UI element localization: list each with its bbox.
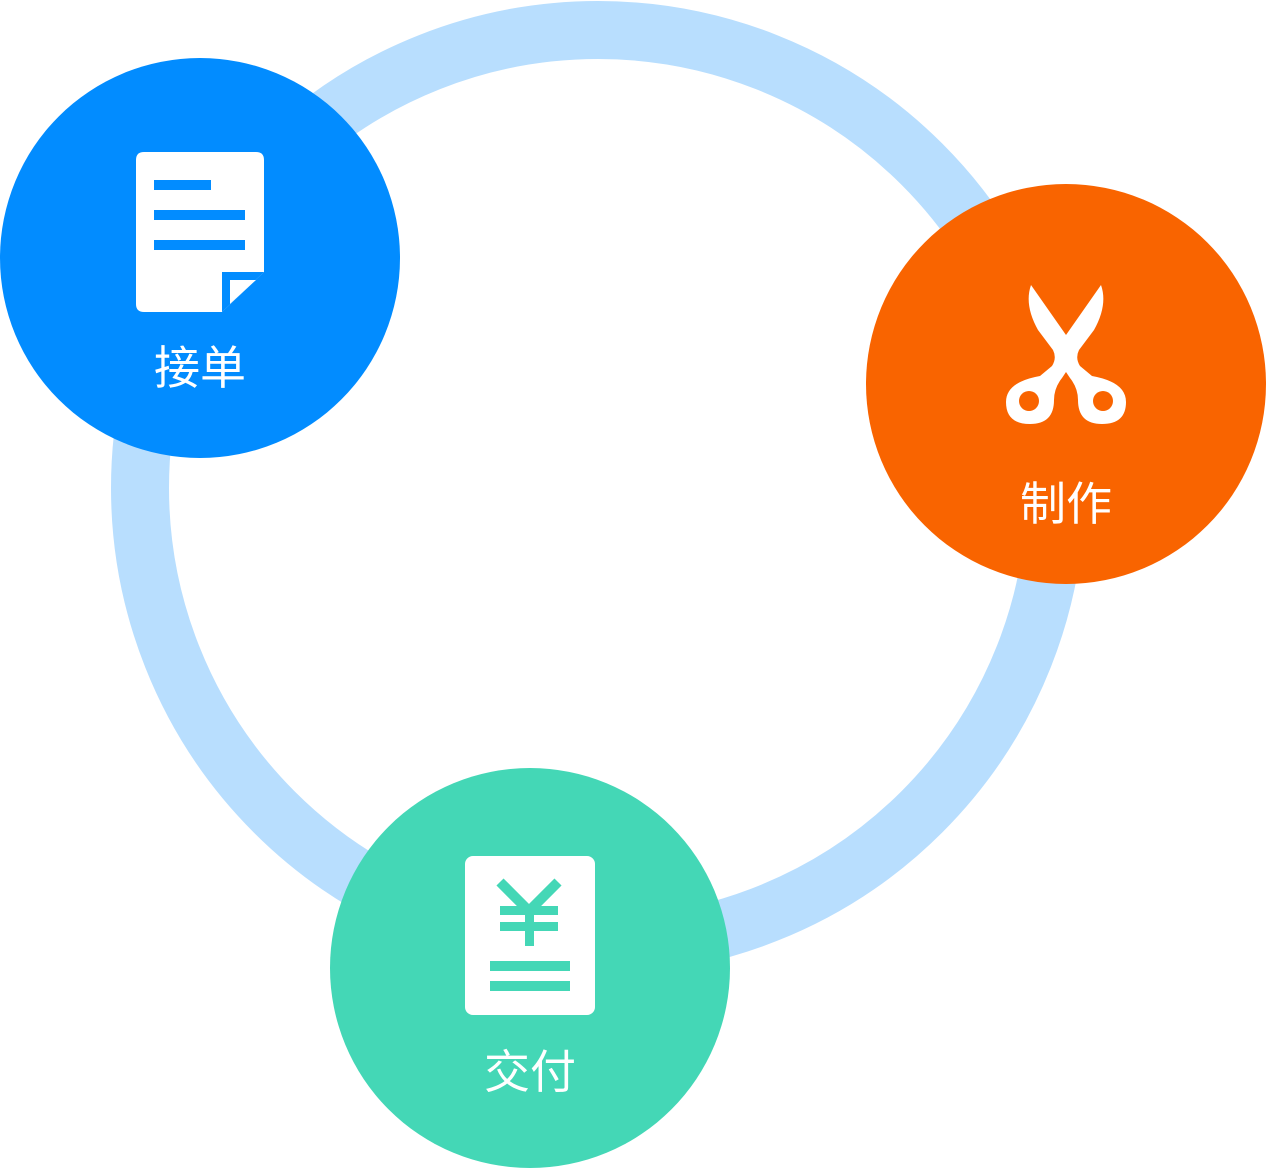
step-deliver-label: 交付 (484, 1045, 576, 1099)
document-icon (136, 152, 264, 312)
yen-receipt-icon (465, 856, 595, 1015)
step-order[interactable]: 接单 (0, 58, 400, 458)
step-produce[interactable]: 制作 (866, 184, 1266, 584)
scissors-icon (1006, 285, 1126, 424)
step-order-label: 接单 (154, 341, 246, 395)
step-deliver[interactable]: 交付 (330, 768, 730, 1168)
step-produce-circle (866, 184, 1266, 584)
step-produce-label: 制作 (1020, 477, 1112, 531)
